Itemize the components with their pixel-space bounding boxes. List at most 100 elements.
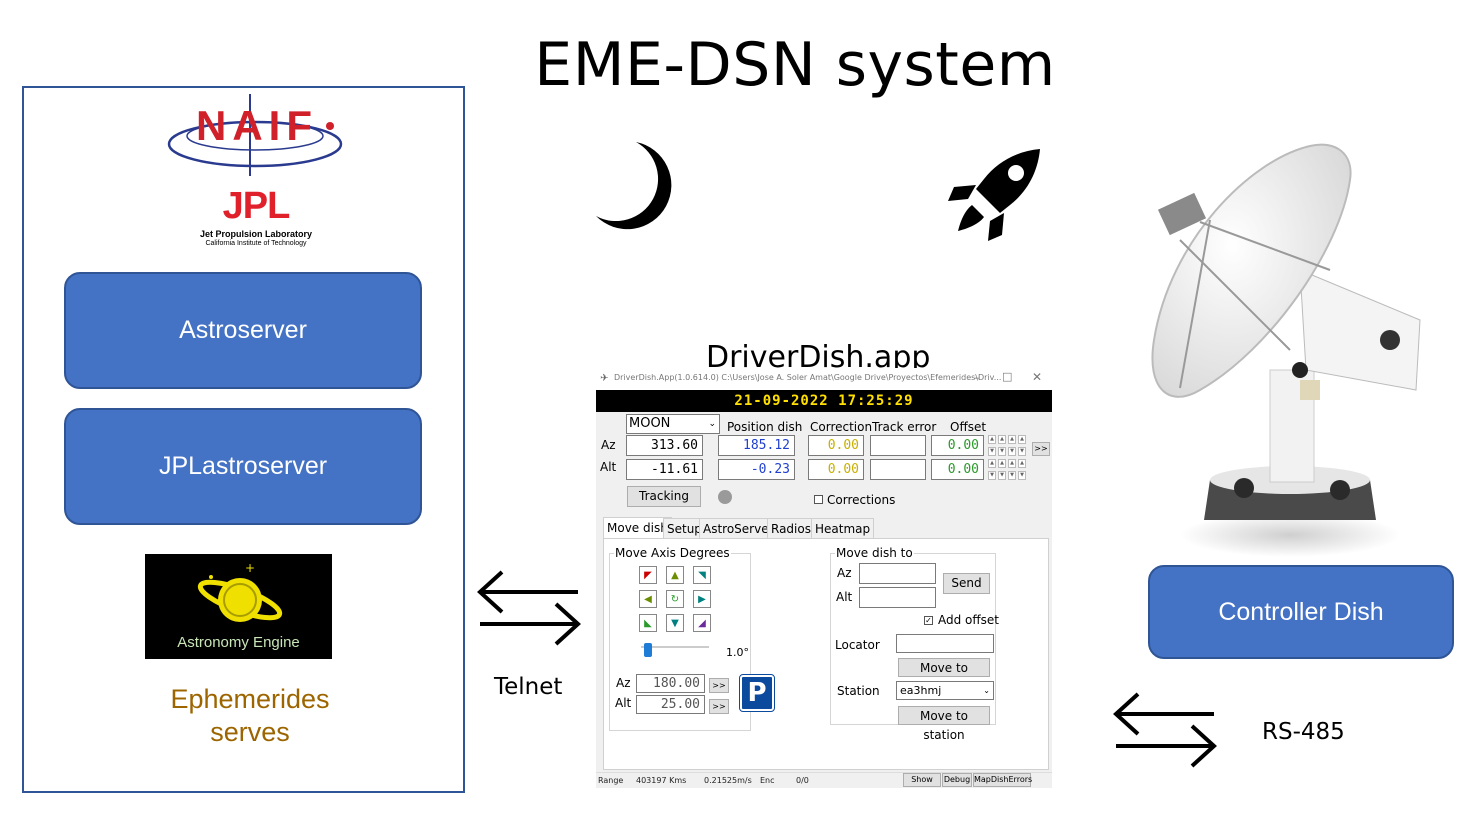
- step-slider-thumb[interactable]: [644, 643, 652, 657]
- park-az-send-button[interactable]: >>: [709, 678, 729, 693]
- satellite-dish-image: [1140, 140, 1440, 560]
- offset-az-field[interactable]: 0.00: [931, 435, 984, 456]
- offset-stepper-up[interactable]: ▲: [1008, 459, 1016, 468]
- send-button[interactable]: Send: [943, 573, 990, 594]
- controller-dish-box: Controller Dish: [1148, 565, 1454, 659]
- ephemerides-line1: Ephemerides: [170, 684, 330, 714]
- move-left-button[interactable]: ◀: [639, 590, 657, 608]
- tab-astroserver[interactable]: AstroServer: [699, 518, 778, 538]
- naif-logo-graphic: [167, 94, 343, 176]
- rocket-icon: [946, 145, 1044, 243]
- offset-stepper-up[interactable]: ▲: [1018, 435, 1026, 444]
- telnet-label: Telnet: [494, 674, 563, 700]
- move-down-right-button[interactable]: ◢: [693, 614, 711, 632]
- tab-move-dish[interactable]: Move dish: [603, 517, 672, 538]
- chevron-down-icon: ⌄: [983, 686, 990, 695]
- park-az-field[interactable]: 180.00: [636, 674, 705, 693]
- offset-alt-field[interactable]: 0.00: [931, 459, 984, 480]
- rs485-arrows-icon: [1112, 690, 1218, 770]
- map-dish-errors-button[interactable]: MapDishErrors: [973, 773, 1032, 787]
- offset-stepper-down[interactable]: ▼: [998, 447, 1006, 456]
- offset-stepper-up[interactable]: ▲: [998, 435, 1006, 444]
- tab-heatmap[interactable]: Heatmap: [811, 518, 875, 538]
- telnet-arrows-icon: [476, 568, 582, 648]
- move-up-right-button[interactable]: ◥: [693, 566, 711, 584]
- header-track-error: Track error: [872, 420, 937, 434]
- status-enc-value: 0/0: [796, 776, 809, 785]
- jplastroserver-box: JPLastroserver: [64, 408, 422, 525]
- step-slider-track[interactable]: [641, 646, 709, 648]
- move-up-left-button[interactable]: ◤: [639, 566, 657, 584]
- move-to-locator-button[interactable]: Move to locator: [898, 658, 990, 694]
- offset-stepper-down[interactable]: ▼: [1018, 447, 1026, 456]
- ephemerides-panel: [22, 86, 465, 793]
- park-alt-send-button[interactable]: >>: [709, 699, 729, 714]
- move-to-station-button[interactable]: Move to station: [898, 706, 990, 742]
- driverdish-app-window: DriverDish.App(1.0.614.0) C:\Users\Jose …: [596, 368, 1052, 788]
- chevron-down-icon: ⌄: [708, 419, 716, 429]
- park-az-label: Az: [616, 676, 631, 690]
- header-offset: Offset: [950, 420, 987, 434]
- goto-az-field[interactable]: [859, 563, 936, 584]
- target-alt-field[interactable]: -11.61: [626, 459, 703, 480]
- jpl-logo-line1: Jet Propulsion Laboratory: [199, 229, 313, 239]
- tab-radios[interactable]: Radios: [767, 518, 815, 538]
- offset-stepper-up[interactable]: ▲: [988, 459, 996, 468]
- naif-logo: NAIF: [160, 92, 350, 177]
- show-log-button[interactable]: Show log: [903, 773, 941, 788]
- close-icon[interactable]: ✕: [1032, 370, 1043, 384]
- offset-stepper-up[interactable]: ▲: [1018, 459, 1026, 468]
- park-icon[interactable]: P: [739, 674, 775, 712]
- move-down-button[interactable]: ▼: [666, 614, 684, 632]
- header-position: Position dish: [727, 420, 803, 434]
- refresh-icon[interactable]: ↻: [666, 590, 684, 608]
- locator-field[interactable]: [896, 634, 994, 653]
- station-label: Station: [837, 684, 880, 698]
- goto-az-label: Az: [837, 566, 852, 580]
- offset-stepper-up[interactable]: ▲: [1008, 435, 1016, 444]
- status-enc-label: Enc: [760, 776, 775, 785]
- offset-stepper-up[interactable]: ▲: [988, 435, 996, 444]
- locator-label: Locator: [835, 638, 880, 652]
- ephemerides-line2: serves: [210, 717, 290, 747]
- goto-alt-label: Alt: [836, 590, 853, 604]
- app-icon: ✈: [600, 373, 609, 384]
- target-az-field[interactable]: 313.60: [626, 435, 703, 456]
- goto-alt-field[interactable]: [859, 587, 936, 608]
- station-select[interactable]: ea3hmj ⌄: [896, 681, 994, 700]
- naif-logo-text: NAIF: [196, 102, 318, 149]
- minimize-button[interactable]: –: [974, 371, 980, 384]
- offset-stepper-down[interactable]: ▼: [988, 447, 996, 456]
- ephemerides-caption: Ephemerides serves: [150, 683, 350, 749]
- move-axis-label: Move Axis Degrees: [614, 546, 731, 560]
- jpl-logo-line2: California Institute of Technology: [205, 240, 307, 247]
- target-select[interactable]: MOON ⌄: [626, 414, 720, 434]
- apply-offset-button[interactable]: >>: [1032, 442, 1050, 456]
- debug-button[interactable]: Debug: [942, 773, 972, 787]
- move-down-left-button[interactable]: ◣: [639, 614, 657, 632]
- offset-stepper-down[interactable]: ▼: [1018, 471, 1026, 480]
- offset-stepper-down[interactable]: ▼: [1008, 447, 1016, 456]
- station-value: ea3hmj: [900, 684, 942, 697]
- track-error-alt-field: [870, 459, 926, 480]
- status-range-value: 403197 Kms: [636, 776, 687, 785]
- tracking-button[interactable]: Tracking: [627, 486, 701, 507]
- offset-stepper-down[interactable]: ▼: [998, 471, 1006, 480]
- offset-stepper-down[interactable]: ▼: [988, 471, 996, 480]
- corrections-checkbox[interactable]: [814, 495, 823, 504]
- move-right-button[interactable]: ▶: [693, 590, 711, 608]
- alt-label: Alt: [600, 460, 617, 474]
- offset-stepper-up[interactable]: ▲: [998, 459, 1006, 468]
- astronomy-engine-label: Astronomy Engine: [177, 634, 300, 651]
- move-up-button[interactable]: ▲: [666, 566, 684, 584]
- add-offset-checkbox[interactable]: ✓: [924, 616, 933, 625]
- status-speed: 0.21525m/s: [704, 776, 752, 785]
- move-dish-to-label: Move dish to: [835, 546, 914, 560]
- status-range-label: Range: [598, 776, 624, 785]
- svg-text:+: +: [245, 561, 255, 575]
- park-alt-field[interactable]: 25.00: [636, 695, 705, 714]
- tab-setup[interactable]: Setup: [663, 518, 706, 538]
- app-titlebar: DriverDish.App(1.0.614.0) C:\Users\Jose …: [596, 368, 1052, 390]
- maximize-button[interactable]: □: [1002, 370, 1013, 383]
- offset-stepper-down[interactable]: ▼: [1008, 471, 1016, 480]
